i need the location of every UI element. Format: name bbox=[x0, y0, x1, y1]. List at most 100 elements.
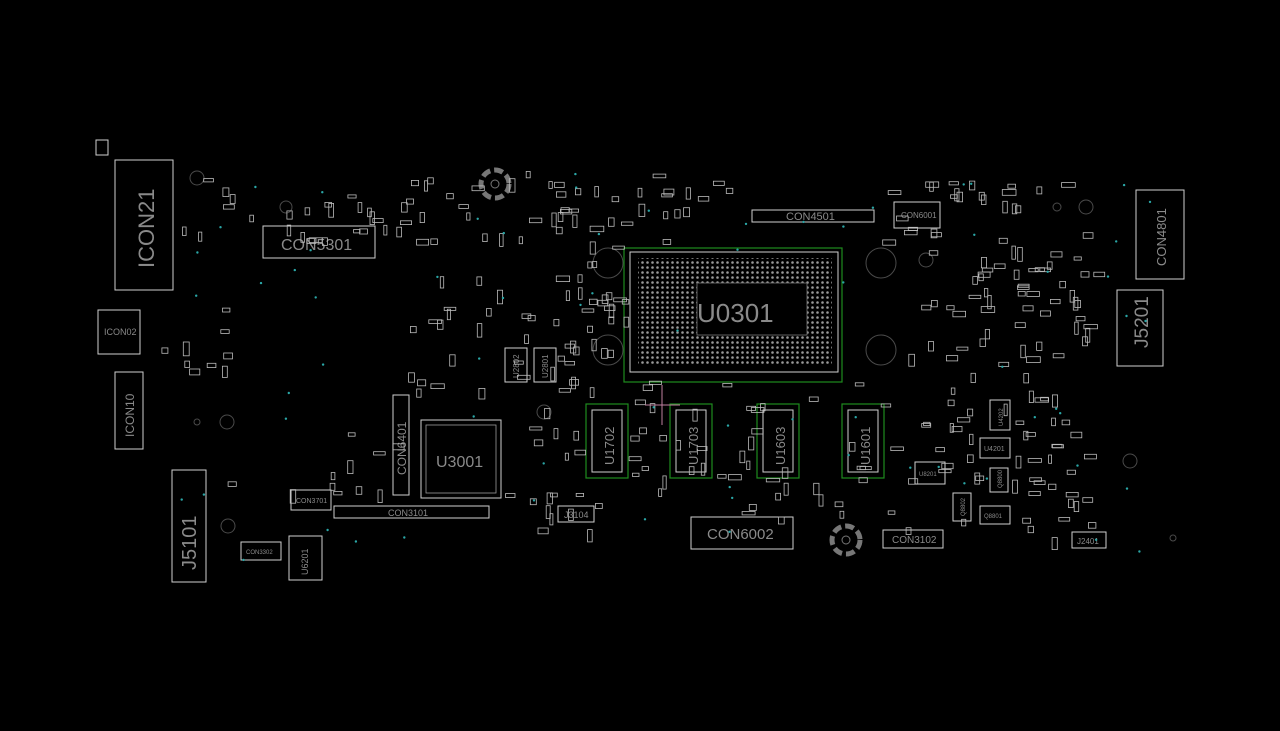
smd-part bbox=[1040, 310, 1051, 317]
memory-u1702[interactable]: U1702 bbox=[585, 403, 629, 479]
smd-part bbox=[1059, 280, 1066, 289]
smd-part bbox=[663, 188, 675, 196]
connector-icon10[interactable]: ICON10 bbox=[114, 371, 144, 450]
smd-part bbox=[505, 493, 516, 498]
via bbox=[478, 357, 481, 360]
smd-part bbox=[476, 276, 483, 286]
chip-q8802[interactable]: Q8802 bbox=[952, 492, 972, 522]
smd-part bbox=[417, 379, 427, 387]
smd-part bbox=[969, 433, 974, 445]
smd-part bbox=[1033, 480, 1046, 485]
smd-part bbox=[608, 316, 615, 325]
chip-q8801[interactable]: Q8801 bbox=[979, 505, 1011, 525]
via bbox=[196, 251, 199, 254]
smd-part bbox=[1034, 397, 1050, 403]
icon02-label: ICON02 bbox=[104, 327, 137, 337]
smd-part bbox=[401, 202, 408, 213]
smd-part bbox=[557, 355, 565, 362]
smd-part bbox=[969, 180, 976, 191]
chip-u4201[interactable]: U4201 bbox=[979, 437, 1011, 459]
connector-con6002[interactable]: CON6002 bbox=[690, 516, 794, 550]
smd-part bbox=[839, 510, 845, 519]
smd-part bbox=[396, 226, 402, 238]
q8802-label: Q8802 bbox=[961, 497, 967, 516]
chip-u2802[interactable]: U2802 bbox=[504, 347, 528, 383]
connector-j2401[interactable]: J2401 bbox=[1071, 531, 1107, 549]
connector-con4801[interactable]: CON4801 bbox=[1135, 189, 1185, 280]
connector-con3302[interactable]: CON3302 bbox=[240, 541, 282, 561]
via bbox=[321, 191, 324, 194]
smd-part bbox=[941, 462, 954, 470]
smd-part bbox=[950, 387, 956, 395]
u3001-label: U3001 bbox=[436, 454, 483, 471]
smd-part bbox=[1023, 430, 1029, 441]
via bbox=[314, 296, 317, 299]
connector-con5301[interactable]: CON5301 bbox=[262, 225, 376, 259]
u2802-label: U2802 bbox=[512, 354, 521, 378]
smd-part bbox=[967, 454, 974, 463]
via bbox=[195, 294, 198, 297]
smd-part bbox=[423, 180, 428, 192]
smd-part bbox=[499, 233, 504, 247]
via bbox=[180, 498, 183, 501]
smd-part bbox=[1034, 267, 1045, 272]
connector-con3102[interactable]: CON3102 bbox=[882, 529, 944, 549]
via bbox=[287, 391, 290, 395]
smd-part bbox=[1015, 455, 1022, 469]
smd-part bbox=[589, 225, 605, 233]
smd-part bbox=[750, 407, 765, 413]
connector-con3701[interactable]: CON3701 bbox=[290, 489, 332, 511]
chip-u4202[interactable]: U4202 bbox=[989, 399, 1011, 431]
connector-j5201[interactable]: J5201 bbox=[1116, 289, 1164, 367]
via bbox=[1059, 412, 1062, 415]
connector-icon02[interactable]: ICON02 bbox=[97, 309, 141, 355]
smd-part bbox=[1007, 183, 1016, 189]
smd-part bbox=[674, 209, 681, 219]
memory-u1603[interactable]: U1603 bbox=[756, 403, 800, 479]
smd-part bbox=[549, 513, 554, 526]
chip-u6201[interactable]: U6201 bbox=[288, 535, 323, 581]
cpu-u0301[interactable]: U0301 bbox=[623, 247, 843, 383]
smd-part bbox=[222, 307, 231, 313]
smd-part bbox=[859, 466, 872, 470]
smd-part bbox=[594, 186, 599, 198]
screw-marker-top bbox=[478, 167, 512, 201]
smd-part bbox=[1052, 394, 1059, 408]
smd-part bbox=[1051, 417, 1056, 427]
smd-part bbox=[1084, 453, 1097, 460]
smd-part bbox=[286, 210, 293, 220]
smd-part bbox=[529, 426, 543, 431]
smd-part bbox=[220, 329, 230, 334]
memory-u1601[interactable]: U1601 bbox=[841, 403, 885, 479]
smd-part bbox=[324, 201, 332, 208]
smd-part bbox=[1003, 403, 1008, 417]
connector-icon21[interactable]: ICON21 bbox=[114, 159, 174, 291]
chip-q8800[interactable]: Q8800 bbox=[989, 467, 1009, 493]
smd-part bbox=[466, 212, 471, 221]
via bbox=[973, 233, 976, 236]
u0301-label: U0301 bbox=[697, 298, 774, 328]
chip-u3001[interactable]: U3001 bbox=[420, 419, 502, 499]
smd-part bbox=[642, 384, 654, 391]
connector-con6001[interactable]: CON6001 bbox=[893, 201, 941, 229]
chip-u2801[interactable]: U2801 bbox=[533, 347, 557, 383]
con4501-label: CON4501 bbox=[786, 211, 835, 223]
smd-part bbox=[722, 382, 733, 388]
via bbox=[542, 462, 545, 465]
smd-part bbox=[553, 428, 559, 440]
smd-part bbox=[1017, 291, 1026, 297]
smd-part bbox=[1083, 324, 1098, 330]
connector-con4501[interactable]: CON4501 bbox=[751, 209, 875, 223]
smd-part bbox=[980, 306, 996, 313]
q8800-label: Q8800 bbox=[998, 469, 1004, 488]
via bbox=[1148, 200, 1152, 204]
smd-part bbox=[947, 399, 955, 407]
smd-part bbox=[658, 488, 663, 497]
smd-part bbox=[765, 478, 781, 483]
smd-part bbox=[223, 352, 233, 360]
connector-con6401[interactable]: CON6401 bbox=[392, 394, 410, 496]
connector-con3101[interactable]: CON3101 bbox=[333, 505, 490, 519]
smd-part bbox=[683, 207, 690, 218]
connector-j5101[interactable]: J5101 bbox=[171, 469, 207, 583]
connector-j3104[interactable]: J3104 bbox=[557, 505, 595, 523]
